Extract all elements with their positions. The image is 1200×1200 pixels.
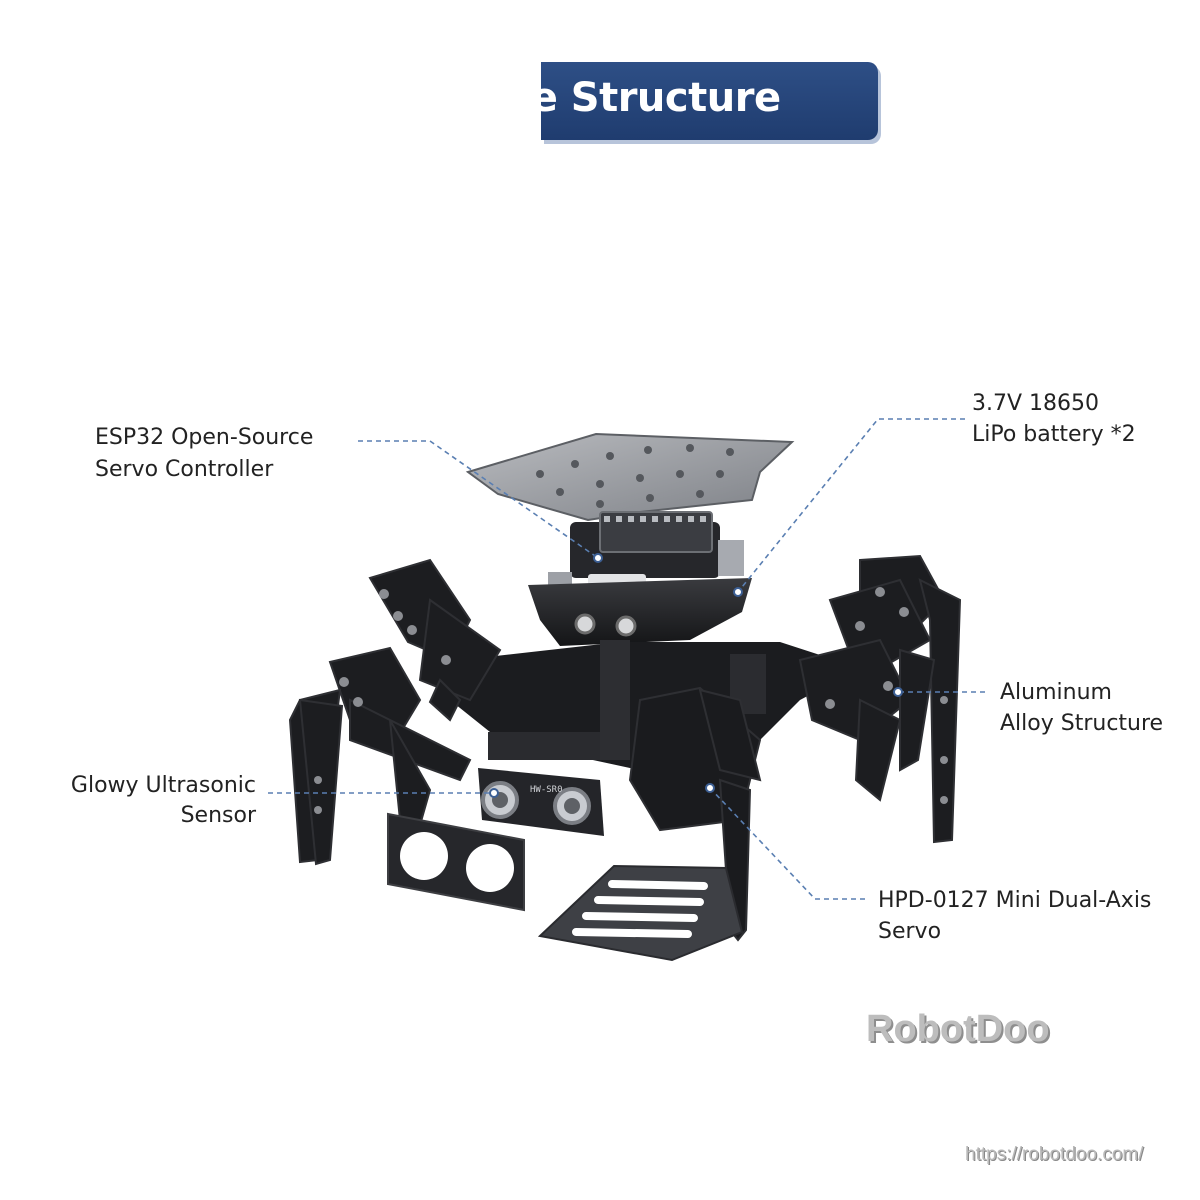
callout-controller: ESP32 Open-Source Servo Controller xyxy=(95,422,313,486)
battery-marker-dot xyxy=(733,587,743,597)
sensor-bracket xyxy=(387,812,525,912)
leader-lines xyxy=(268,418,985,900)
frame-marker-dot xyxy=(893,687,903,697)
sensor-marker-dot xyxy=(489,788,499,798)
front-leg xyxy=(628,686,762,942)
servo-marker-dot xyxy=(705,783,715,793)
callout-servo-line2: Servo xyxy=(878,919,942,944)
callout-servo-line1: HPD-0127 Mini Dual-Axis xyxy=(878,888,1152,913)
section-title: are Structure xyxy=(541,75,781,121)
callout-sensor: Glowy Ultrasonic Sensor xyxy=(40,771,256,831)
callout-controller-line2: Servo Controller xyxy=(95,457,274,482)
callout-battery-line2: LiPo battery *2 xyxy=(972,422,1136,447)
callout-sensor-line2: Sensor xyxy=(180,803,256,828)
robot-head xyxy=(528,578,752,646)
callout-frame: Aluminum Alloy Structure xyxy=(1000,677,1163,739)
callout-battery-line1: 3.7V 18650 xyxy=(972,391,1100,416)
controller-marker-dot xyxy=(593,553,603,563)
ultrasonic-sensor: HW-SR0 xyxy=(478,768,604,836)
callout-battery: 3.7V 18650 LiPo battery *2 xyxy=(972,388,1136,450)
left-legs xyxy=(288,558,502,866)
section-title-banner: are Structure xyxy=(541,62,878,140)
callout-frame-line1: Aluminum xyxy=(1000,680,1112,705)
callout-controller-line1: ESP32 Open-Source xyxy=(95,425,314,450)
callout-frame-line2: Alloy Structure xyxy=(1000,711,1164,736)
brand-watermark: RobotDoo xyxy=(866,1008,1050,1050)
callout-sensor-line1: Glowy Ultrasonic xyxy=(70,773,256,798)
bottom-plate xyxy=(537,864,744,962)
callout-servo: HPD-0127 Mini Dual-Axis Servo xyxy=(878,885,1151,947)
top-plate xyxy=(465,432,795,522)
sensor-marking: HW-SR0 xyxy=(530,785,563,795)
url-watermark: https://robotdoo.com/ xyxy=(965,1144,1144,1165)
right-legs xyxy=(798,554,962,844)
